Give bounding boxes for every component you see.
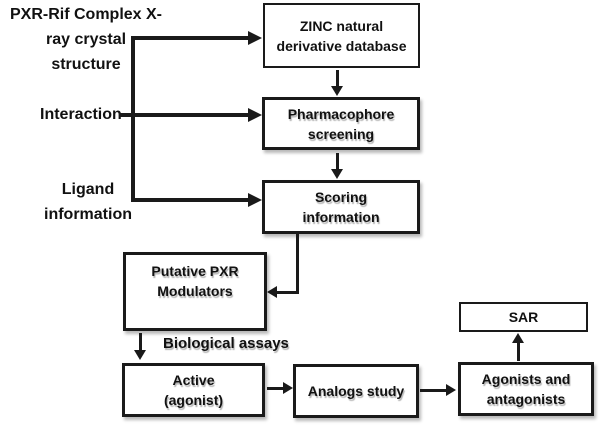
crystal-structure-label: PXR-Rif Complex X- ray crystal structure <box>0 2 172 77</box>
crystal-structure-label-line1: PXR-Rif Complex X- <box>9 6 162 23</box>
sar-box: SAR <box>459 302 588 332</box>
arrow-to-zinc-head-icon <box>248 31 262 45</box>
agonists-antagonists-box-line2: antagonists <box>486 391 566 407</box>
putative-to-active-arrow-shaft <box>139 333 142 351</box>
active-agonist-box: Active (agonist) <box>122 363 265 417</box>
scoring-information-box: Scoring information <box>262 180 420 234</box>
crystal-structure-label-line2: ray crystal <box>45 31 127 48</box>
arrow-to-scoring-head-icon <box>248 193 262 207</box>
biological-assays-label: Biological assays <box>163 335 289 352</box>
interaction-label: Interaction <box>40 106 122 123</box>
scoring-to-putative-elbow-vertical <box>296 234 299 294</box>
zinc-to-pharmacophore-arrow-head-icon <box>331 86 343 96</box>
ligand-information-label-line1: Ligand <box>61 181 115 198</box>
putative-to-active-arrow-head-icon <box>134 350 146 360</box>
scoring-to-putative-arrow-head-icon <box>267 286 277 298</box>
agonists-to-sar-arrow-shaft <box>517 342 520 361</box>
zinc-to-pharmacophore-arrow-shaft <box>336 70 339 87</box>
pharmacophore-screening-box-line2: screening <box>307 125 375 142</box>
pharmacophore-screening-box: Pharmacophore screening <box>262 97 420 150</box>
zinc-database-box: ZINC natural derivative database <box>263 3 420 68</box>
arrow-to-scoring-shaft <box>131 198 249 202</box>
pharmacophore-screening-box-line1: Pharmacophore <box>287 105 395 122</box>
ligand-information-label-line2: information <box>44 206 132 223</box>
agonists-antagonists-box: Agonists and antagonists <box>458 362 594 416</box>
pharmacophore-to-scoring-arrow-shaft <box>336 153 339 170</box>
scoring-information-box-line2: information <box>302 209 380 225</box>
zinc-database-box-line1: ZINC natural <box>299 17 384 34</box>
bracket-vertical-line <box>131 36 135 202</box>
zinc-database-box-line2: derivative database <box>276 37 407 54</box>
agonists-to-sar-arrow-head-icon <box>512 333 524 343</box>
arrow-to-pharmacophore-shaft <box>119 113 249 117</box>
active-agonist-box-line1: Active <box>172 372 215 388</box>
analogs-study-box-label: Analogs study <box>307 383 405 399</box>
active-to-analogs-arrow-shaft <box>267 387 285 390</box>
putative-pxr-modulators-box-line1: Putative PXR <box>151 263 239 279</box>
ligand-information-label: Ligand information <box>18 177 158 227</box>
arrow-to-pharmacophore-head-icon <box>248 108 262 122</box>
scoring-to-putative-elbow-horizontal <box>277 291 299 294</box>
pharmacophore-to-scoring-arrow-head-icon <box>331 169 343 179</box>
analogs-to-agonists-arrow-head-icon <box>446 384 456 396</box>
arrow-to-zinc-shaft <box>131 36 249 40</box>
sar-box-label: SAR <box>508 309 539 325</box>
scoring-information-box-line1: Scoring <box>314 189 368 205</box>
crystal-structure-label-line3: structure <box>51 56 121 73</box>
putative-pxr-modulators-box: Putative PXR Modulators <box>123 252 267 331</box>
analogs-to-agonists-arrow-shaft <box>420 389 448 392</box>
analogs-study-box: Analogs study <box>293 364 419 418</box>
agonists-antagonists-box-line1: Agonists and <box>481 371 571 387</box>
active-agonist-box-line2: (agonist) <box>163 392 224 408</box>
putative-pxr-modulators-box-line2: Modulators <box>157 283 233 299</box>
active-to-analogs-arrow-head-icon <box>283 382 293 394</box>
